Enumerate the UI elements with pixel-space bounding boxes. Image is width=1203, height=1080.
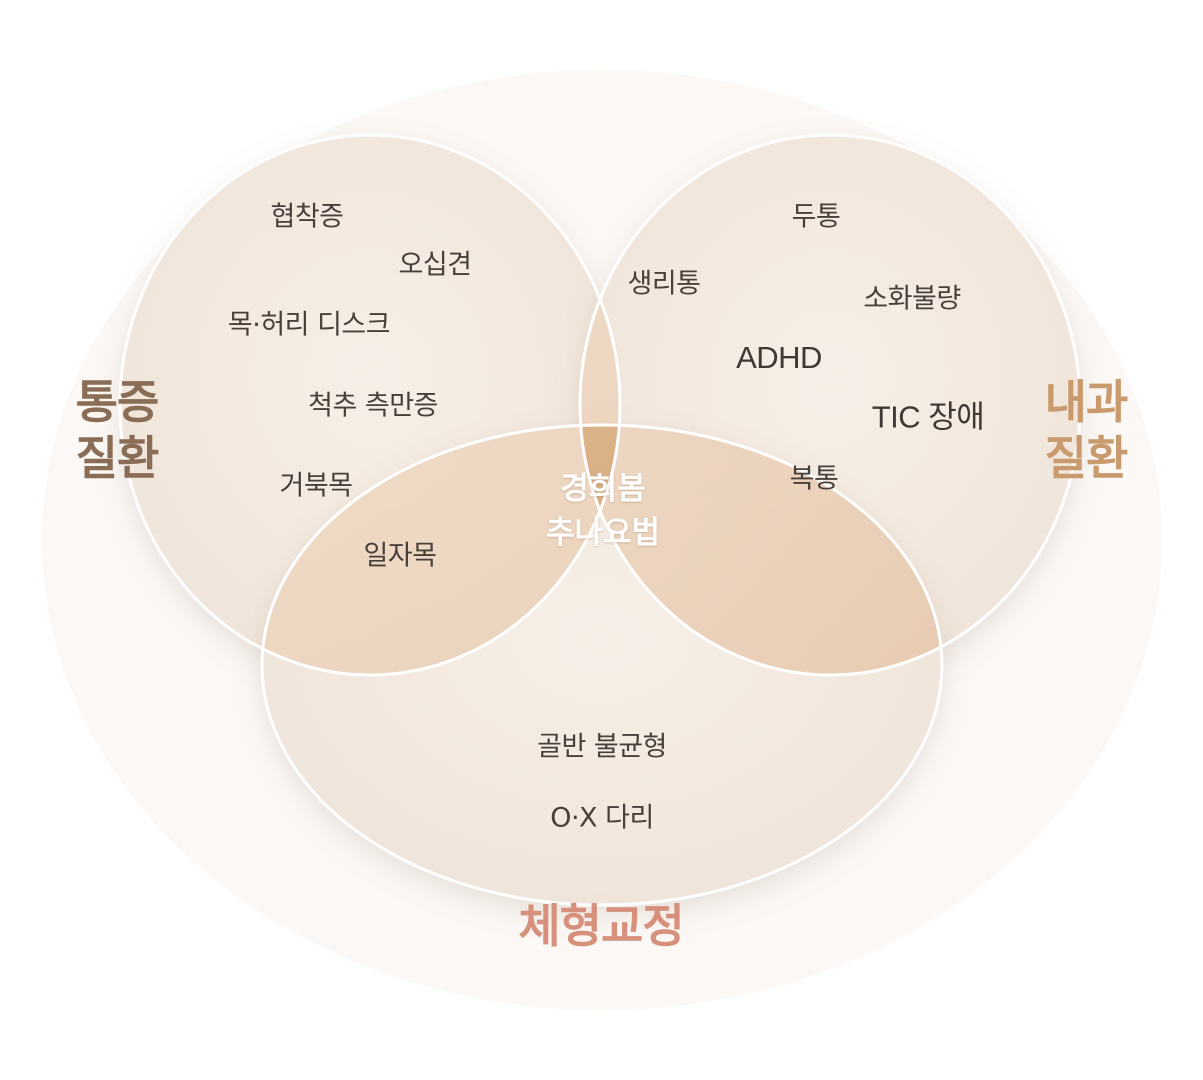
item-left-right: 생리통: [627, 268, 701, 300]
item-left-bottom: 일자목: [363, 540, 437, 572]
center-title: 경희봄 추나요법: [546, 467, 660, 555]
title-right: 내과 질환: [1044, 374, 1129, 486]
item-left-1: 협착증: [270, 201, 344, 233]
item-left-2: 오십견: [398, 249, 472, 281]
item-bottom-2: O·X 다리: [550, 802, 654, 834]
center-title-line1: 경희봄: [560, 471, 646, 507]
outline-left: [118, 133, 622, 677]
title-bottom-text: 체형교정: [518, 899, 684, 953]
title-left-line1: 통증: [75, 375, 160, 429]
title-left: 통증 질환: [75, 374, 160, 486]
title-right-line2: 질환: [1044, 431, 1129, 485]
outline-right: [578, 133, 1082, 677]
title-bottom: 체형교정: [518, 898, 684, 954]
center-title-line2: 추나요법: [545, 515, 661, 551]
item-left-5: 거북목: [279, 470, 353, 502]
item-right-bottom: 복통: [789, 463, 839, 495]
item-right-1: 두통: [791, 201, 841, 233]
item-left-4: 척추 측만증: [308, 390, 438, 422]
outline-bottom: [260, 423, 944, 907]
title-right-line1: 내과: [1044, 375, 1129, 429]
item-right-4: TIC 장애: [871, 399, 985, 435]
title-left-line2: 질환: [75, 431, 160, 485]
item-right-3: ADHD: [736, 340, 822, 375]
item-bottom-1: 골반 불균형: [537, 731, 667, 763]
item-right-2: 소화불량: [863, 283, 961, 315]
item-left-3: 목·허리 디스크: [227, 309, 391, 341]
